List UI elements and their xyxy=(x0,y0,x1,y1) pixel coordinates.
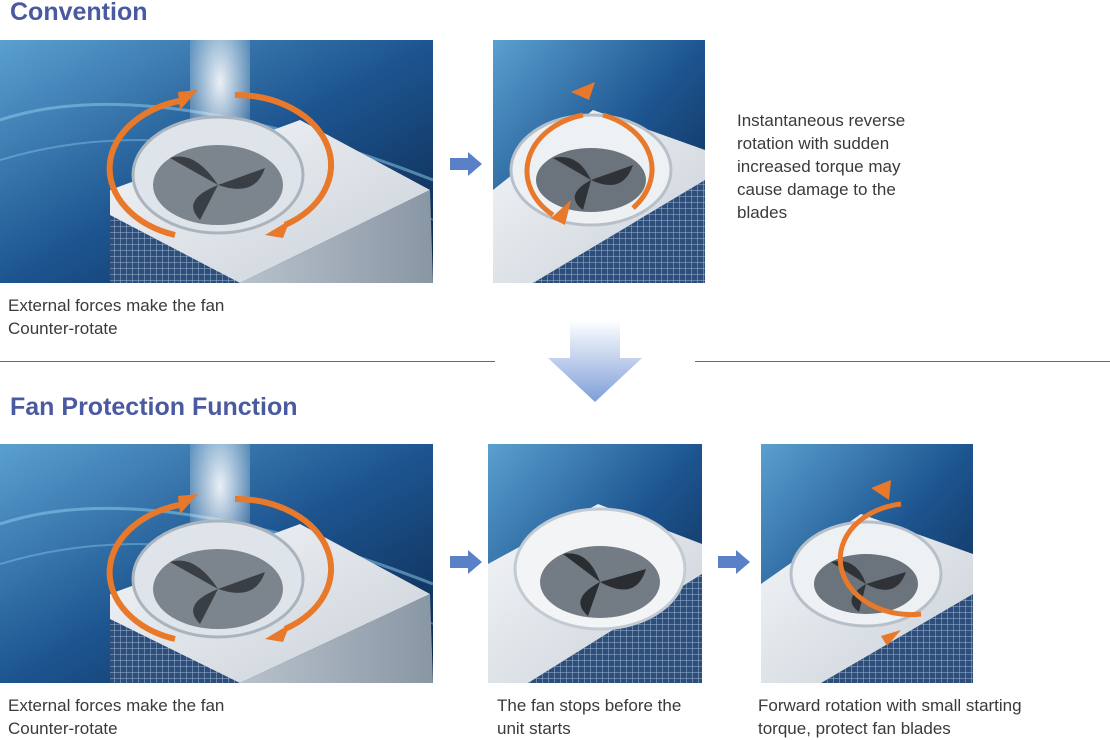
section-divider-right xyxy=(695,361,1110,362)
right-arrow-icon xyxy=(450,550,482,574)
right-arrow-icon xyxy=(718,550,750,574)
convention-title: Convention xyxy=(10,0,148,26)
convention-image-damage xyxy=(493,40,705,283)
convention-image-counter-rotate xyxy=(0,40,433,283)
protection-title: Fan Protection Function xyxy=(10,393,298,421)
circular-rotation-arrow-icon xyxy=(524,82,655,225)
circular-rotation-arrow-icon xyxy=(106,494,335,642)
protection-caption-fan-stops: The fan stops before the unit starts xyxy=(497,696,682,738)
protection-image-fan-stopped xyxy=(488,444,702,683)
down-arrow-icon xyxy=(548,320,642,402)
convention-caption-counter-rotate: External forces make the fan Counter-rot… xyxy=(8,296,225,338)
circular-rotation-arrow-icon xyxy=(106,90,335,238)
protection-caption-counter-rotate: External forces make the fan Counter-rot… xyxy=(8,696,225,738)
protection-image-counter-rotate xyxy=(0,444,433,683)
right-arrow-icon xyxy=(450,152,482,176)
protection-image-forward-rotation xyxy=(761,444,973,683)
protection-caption-forward-rotation: Forward rotation with small starting tor… xyxy=(758,696,1022,738)
circular-rotation-arrow-icon xyxy=(837,480,922,646)
convention-caption-damage: Instantaneous reverse rotation with sudd… xyxy=(737,111,906,222)
section-divider-left xyxy=(0,361,495,362)
